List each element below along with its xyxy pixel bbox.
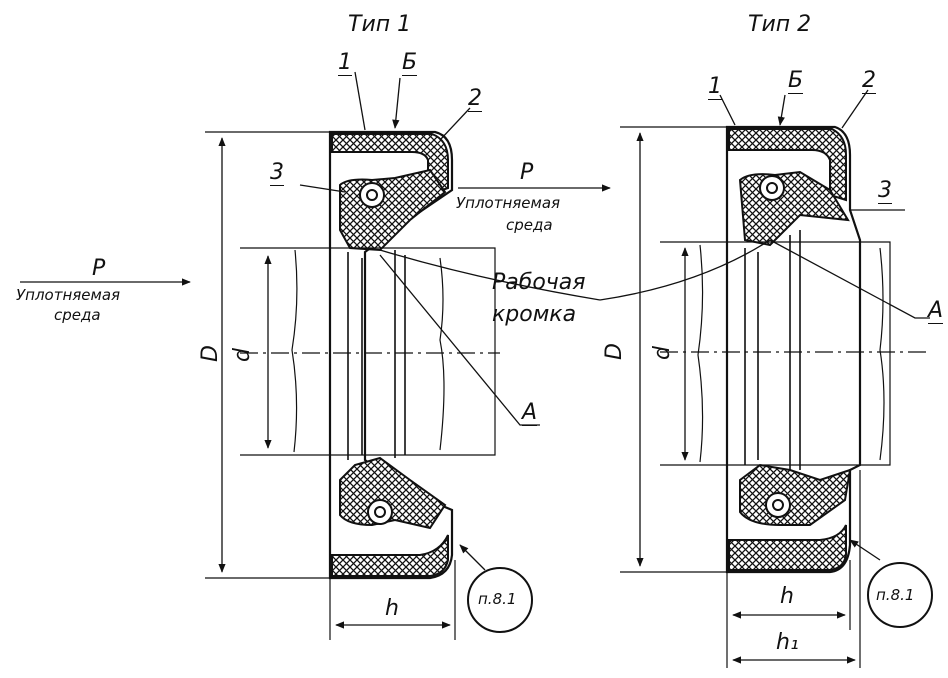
type2-callout-1: 1 (708, 74, 722, 100)
type2-spring (759, 175, 785, 201)
type1-dim-h: h (385, 596, 399, 621)
type2-bottom-rubber (728, 524, 847, 571)
type1-drawing (20, 71, 611, 640)
type1-spring (359, 182, 385, 208)
type2-drawing (599, 89, 933, 668)
type1-pressure-left: P (92, 256, 106, 281)
type2-dim-d: d (650, 346, 675, 360)
type1-inner-case (347, 250, 406, 460)
type1-pressure-right: P (520, 160, 534, 185)
type1-callout-1: 1 (338, 50, 352, 76)
type2-callout-a: A (928, 298, 944, 324)
type1-title: Тип 1 (348, 12, 412, 37)
working-edge-label-1: Рабочая (492, 270, 586, 295)
type1-bottom-rubber (331, 534, 449, 577)
type1-spring-lower (367, 499, 393, 525)
type1-callout-a: A (522, 400, 538, 426)
type2-shaft (660, 241, 891, 466)
type2-callout-3: 3 (878, 178, 892, 204)
type2-note: п.8.1 (876, 586, 915, 604)
type1-note: п.8.1 (478, 590, 517, 608)
type1-lower-lip (339, 456, 447, 530)
type2-callout-2: 2 (862, 68, 876, 94)
type1-sealed-medium-right-1: Уплотняемая (456, 194, 561, 212)
type2-dim-h1: h₁ (776, 630, 799, 655)
type2-leader-A (769, 239, 930, 319)
type2-dim-h: h (780, 584, 794, 609)
type1-shaft (240, 247, 496, 456)
type2-inner-case (744, 230, 801, 470)
type2-note-circle (867, 562, 933, 628)
type1-sealed-medium-right-2: среда (506, 216, 553, 234)
type2-lower-lip (739, 463, 852, 526)
type1-callout-2: 2 (468, 86, 482, 112)
type1-upper-lip (339, 168, 447, 252)
type1-outer-shell (328, 130, 454, 580)
type1-note-circle (467, 567, 533, 633)
type1-sealed-medium-left-1: Уплотняемая (16, 286, 121, 304)
type1-dim-d: d (230, 348, 255, 362)
type2-spring-lower (765, 492, 791, 518)
type1-callout-b: Б (402, 50, 418, 76)
type1-dim-D: D (198, 345, 223, 362)
type2-dim-D: D (602, 343, 627, 360)
type1-callout-3: 3 (270, 160, 284, 186)
type2-callout-b: Б (788, 68, 804, 94)
type1-sealed-medium-left-2: среда (54, 306, 101, 324)
type2-title: Тип 2 (748, 12, 812, 37)
working-edge-label-2: кромка (492, 302, 577, 327)
